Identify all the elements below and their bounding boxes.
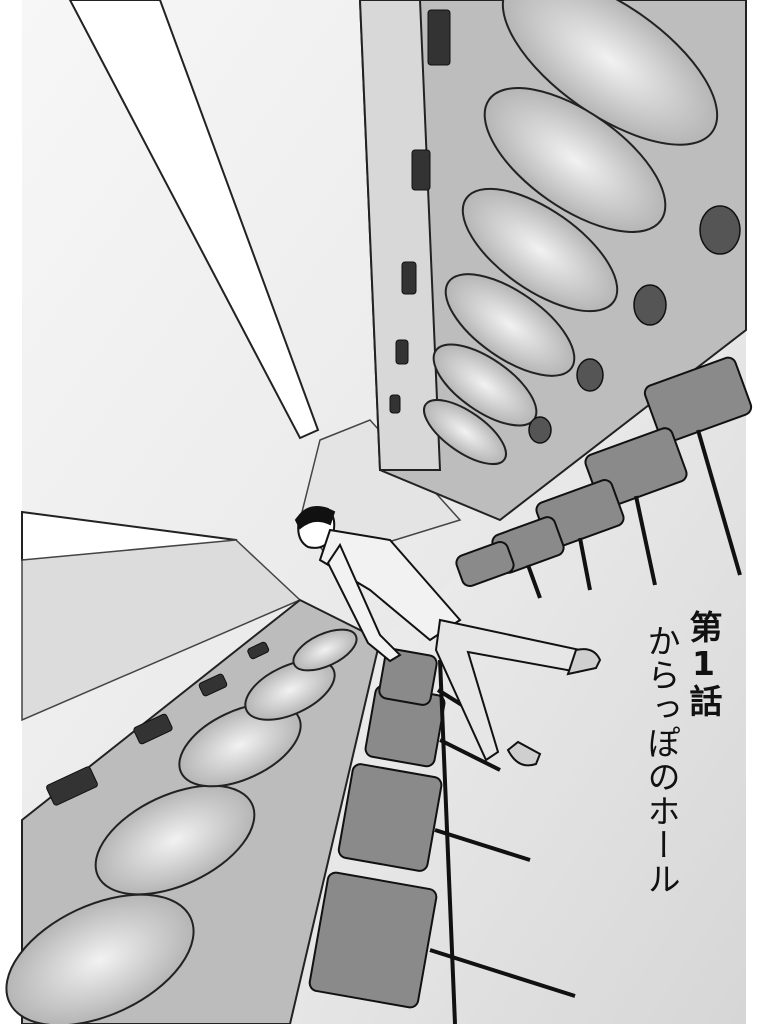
chapter-title-text: からっぽのホール (642, 624, 681, 896)
chapter-number-label: 第1話 (684, 610, 723, 718)
chapter-title-vertical: 第1話 からっぽのホール (642, 610, 724, 1010)
stool-row-right (455, 356, 753, 599)
person-walking-figure (294, 506, 602, 767)
back-wall (299, 419, 462, 561)
machine-bank-left (5, 598, 382, 1024)
